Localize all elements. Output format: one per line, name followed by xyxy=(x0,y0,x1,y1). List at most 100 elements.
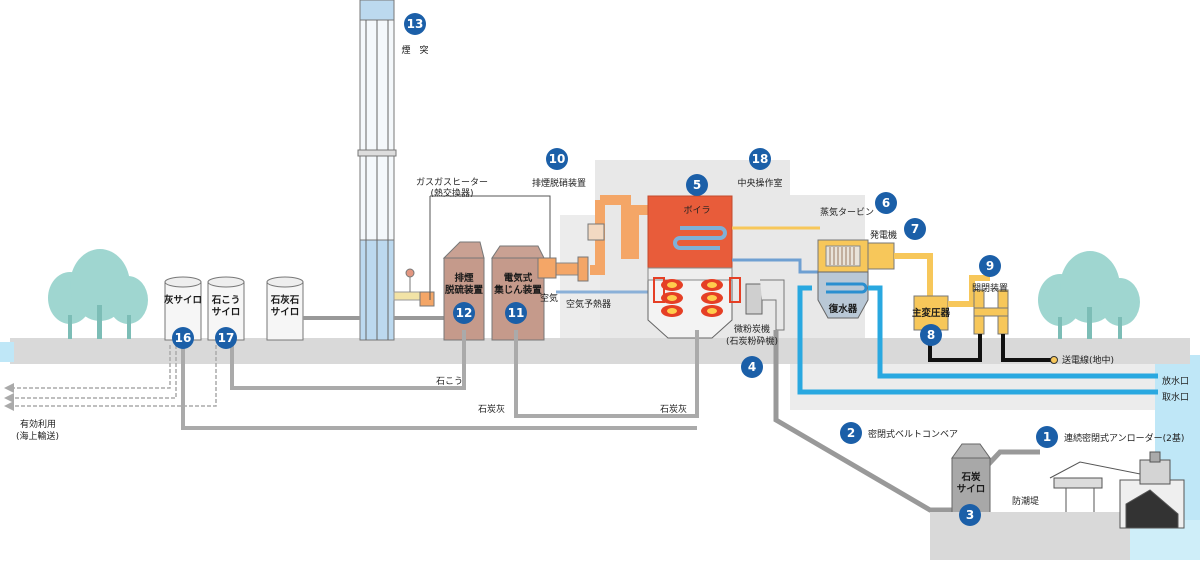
badge-8: 8 xyxy=(920,324,942,346)
label-coal-silo-1: 石炭 xyxy=(960,471,981,483)
badge-3: 3 xyxy=(959,504,981,526)
label-pulverizer-2: (石炭粉砕機) xyxy=(726,335,778,347)
steam-coil xyxy=(673,226,727,250)
electrostatic-precipitator xyxy=(491,245,545,341)
cable-end xyxy=(1050,356,1058,364)
badge-7: 7 xyxy=(904,218,926,240)
label-coal-ash-2: 石炭灰 xyxy=(660,403,687,415)
badge-18: 18 xyxy=(749,148,771,170)
label-transmission: 送電線(地中) xyxy=(1062,354,1114,366)
label-limestone-silo-1: 石灰石 xyxy=(270,294,300,306)
badge-10: 10 xyxy=(546,148,568,170)
label-ash-silo: 灰サイロ xyxy=(164,294,202,306)
gas-heater-line xyxy=(429,195,551,300)
label-seawall: 防潮堤 xyxy=(1012,495,1039,507)
label-air-preheater: 空気予熱器 xyxy=(566,298,611,310)
svg-text:11: 11 xyxy=(508,306,525,320)
desulfurization-unit xyxy=(442,241,485,341)
steam-turbine xyxy=(817,239,869,273)
label-unloader: 連続密閉式アンローダー(2基) xyxy=(1064,432,1184,444)
label-gypsum-silo-2: サイロ xyxy=(212,307,241,318)
duct-preheater-ep xyxy=(537,256,589,282)
switchgear xyxy=(973,289,1009,335)
svg-text:13: 13 xyxy=(407,17,424,31)
effective-use-arrows xyxy=(12,345,217,407)
label-main-transformer: 主変圧器 xyxy=(912,307,951,319)
label-denitration: 排煙脱硝装置 xyxy=(532,177,586,189)
return-water-line xyxy=(732,258,830,274)
badge-1: 1 xyxy=(1036,426,1058,448)
badge-6: 6 xyxy=(875,192,897,214)
label-desulf-1: 排煙 xyxy=(454,272,474,284)
label-intake: 取水口 xyxy=(1162,391,1189,403)
label-pulverizer-1: 微粉炭機 xyxy=(734,323,770,335)
svg-text:12: 12 xyxy=(456,306,473,320)
label-coal-silo-2: サイロ xyxy=(957,484,986,495)
badge-11: 11 xyxy=(505,302,527,324)
label-switchgear: 開閉装置 xyxy=(972,282,1008,294)
svg-text:16: 16 xyxy=(175,331,192,345)
label-ep-2: 集じん装置 xyxy=(493,284,542,296)
label-discharge: 放水口 xyxy=(1162,375,1189,387)
unloader-conveyor xyxy=(983,449,1040,470)
svg-text:8: 8 xyxy=(927,328,935,342)
flue-duct-heater-chimney xyxy=(393,268,435,307)
svg-text:2: 2 xyxy=(847,426,855,440)
cooling-water-lines xyxy=(797,285,1158,395)
label-control-room: 中央操作室 xyxy=(737,177,782,189)
flue-gas-route xyxy=(587,195,648,275)
label-limestone-silo-2: サイロ xyxy=(271,307,300,318)
svg-text:18: 18 xyxy=(752,152,769,166)
boiler xyxy=(647,195,741,339)
svg-text:4: 4 xyxy=(748,360,756,374)
trees-left xyxy=(48,249,148,339)
condenser xyxy=(817,271,869,319)
pulverizer xyxy=(745,279,785,331)
label-gypsum-flow: 石こう xyxy=(436,376,463,387)
ground-left-tab xyxy=(0,342,14,362)
svg-text:6: 6 xyxy=(882,196,890,210)
label-coal-ash-1: 石炭灰 xyxy=(478,403,505,415)
svg-text:10: 10 xyxy=(549,152,566,166)
label-boiler: ボイラ xyxy=(683,205,710,216)
svg-text:1: 1 xyxy=(1043,430,1051,444)
label-steam-turbine: 蒸気タービン xyxy=(820,206,874,218)
label-belt-conveyor: 密閉式ベルトコンベア xyxy=(868,428,958,440)
badge-16: 16 xyxy=(172,327,194,349)
unloader xyxy=(1049,451,1185,529)
label-condenser: 復水器 xyxy=(828,303,858,315)
badge-9: 9 xyxy=(979,255,1001,277)
label-air: 空気 xyxy=(540,292,558,304)
badge-2: 2 xyxy=(840,422,862,444)
ash-silo xyxy=(164,276,202,341)
svg-text:17: 17 xyxy=(218,331,235,345)
label-gas-heater-1: ガスガスヒーター xyxy=(416,177,488,188)
badge-12: 12 xyxy=(453,302,475,324)
svg-text:7: 7 xyxy=(911,222,919,236)
limestone-silo xyxy=(266,276,304,341)
badge-5: 5 xyxy=(686,174,708,196)
label-effective-use-2: (海上輸送) xyxy=(16,430,59,442)
coal-conveyor-route xyxy=(773,330,952,513)
power-line-trans-switch xyxy=(948,275,990,307)
badge-17: 17 xyxy=(215,327,237,349)
svg-text:3: 3 xyxy=(966,508,974,522)
label-generator: 発電機 xyxy=(870,229,897,241)
label-effective-use-1: 有効利用 xyxy=(20,418,56,430)
badge-4: 4 xyxy=(741,356,763,378)
trees-right xyxy=(1038,251,1140,339)
label-gas-heater-2: (熱交換器) xyxy=(430,187,473,199)
label-gypsum-silo-1: 石こう xyxy=(211,295,241,306)
label-chimney: 煙 突 xyxy=(401,44,428,56)
effective-use-arrowheads xyxy=(4,383,14,411)
ground xyxy=(10,338,1190,364)
label-desulf-2: 脱硫装置 xyxy=(445,284,484,296)
power-line-gen-trans xyxy=(894,253,933,296)
badge-13: 13 xyxy=(404,13,426,35)
svg-text:9: 9 xyxy=(986,259,994,273)
generator xyxy=(867,242,895,270)
label-ep-1: 電気式 xyxy=(504,272,533,284)
byproduct-lines xyxy=(181,330,699,430)
chimney xyxy=(357,0,397,341)
